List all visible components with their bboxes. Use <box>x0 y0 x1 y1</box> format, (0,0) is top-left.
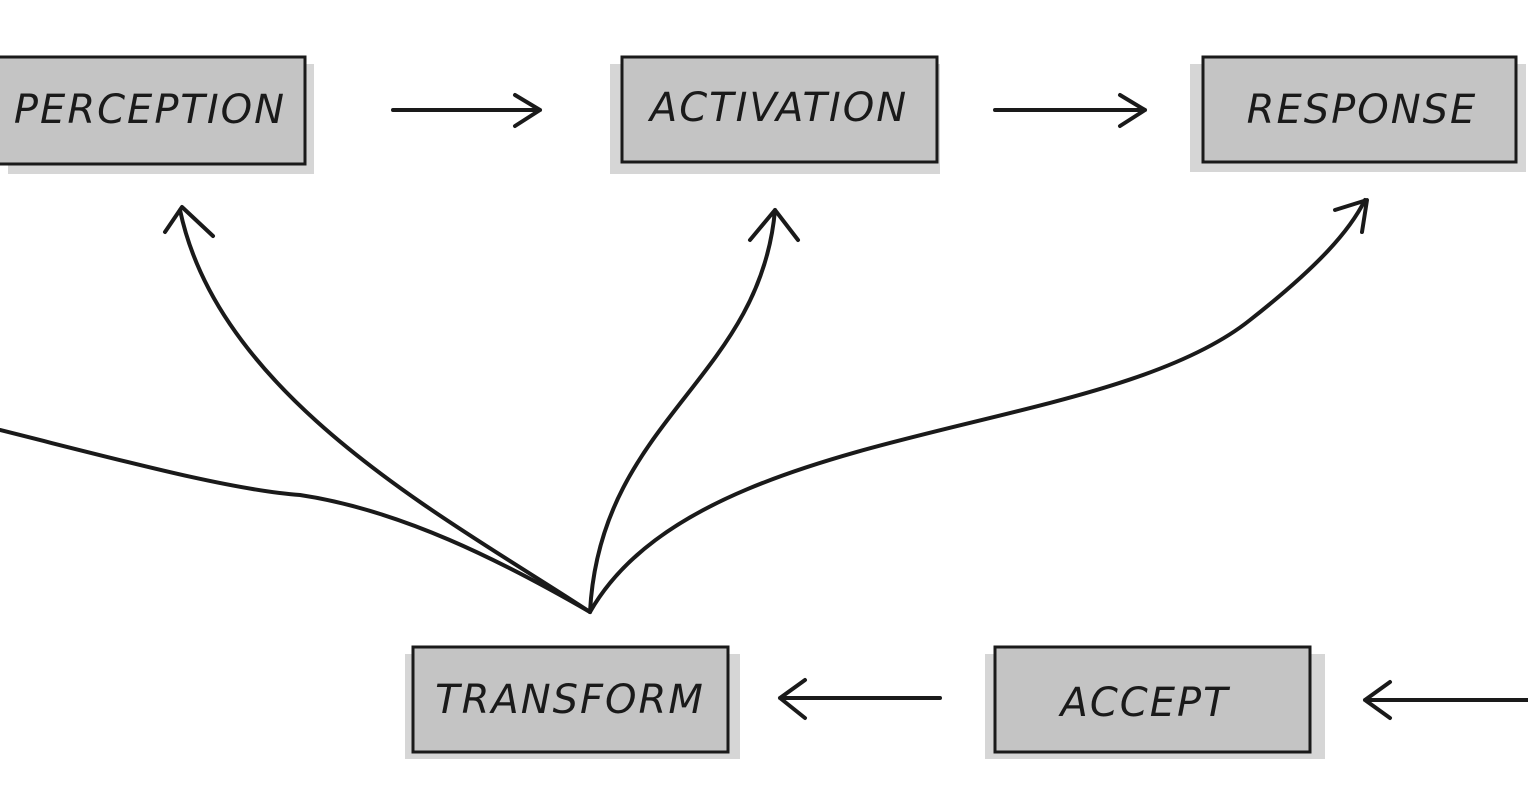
node-transform: TRANSFORM <box>405 645 740 759</box>
arrow-transform-to-perception <box>163 205 592 614</box>
node-accept: ACCEPT <box>985 645 1325 759</box>
node-activation-label: ACTIVATION <box>647 85 908 131</box>
arrow-incoming-to-accept <box>1363 680 1528 720</box>
node-activation: ACTIVATION <box>610 55 940 174</box>
line-incoming-to-transform <box>0 428 592 614</box>
arrow-perception-to-activation <box>391 93 542 128</box>
node-perception-label: PERCEPTION <box>14 87 286 133</box>
node-accept-label: ACCEPT <box>1057 680 1231 726</box>
arrow-transform-to-activation <box>588 208 800 614</box>
node-transform-label: TRANSFORM <box>435 677 705 723</box>
node-perception: PERCEPTION <box>0 55 314 174</box>
arrow-accept-to-transform <box>778 678 942 720</box>
arrow-transform-to-response <box>588 198 1369 614</box>
arrow-activation-to-response <box>993 93 1147 128</box>
node-response: RESPONSE <box>1190 55 1526 172</box>
node-response-label: RESPONSE <box>1247 87 1478 133</box>
